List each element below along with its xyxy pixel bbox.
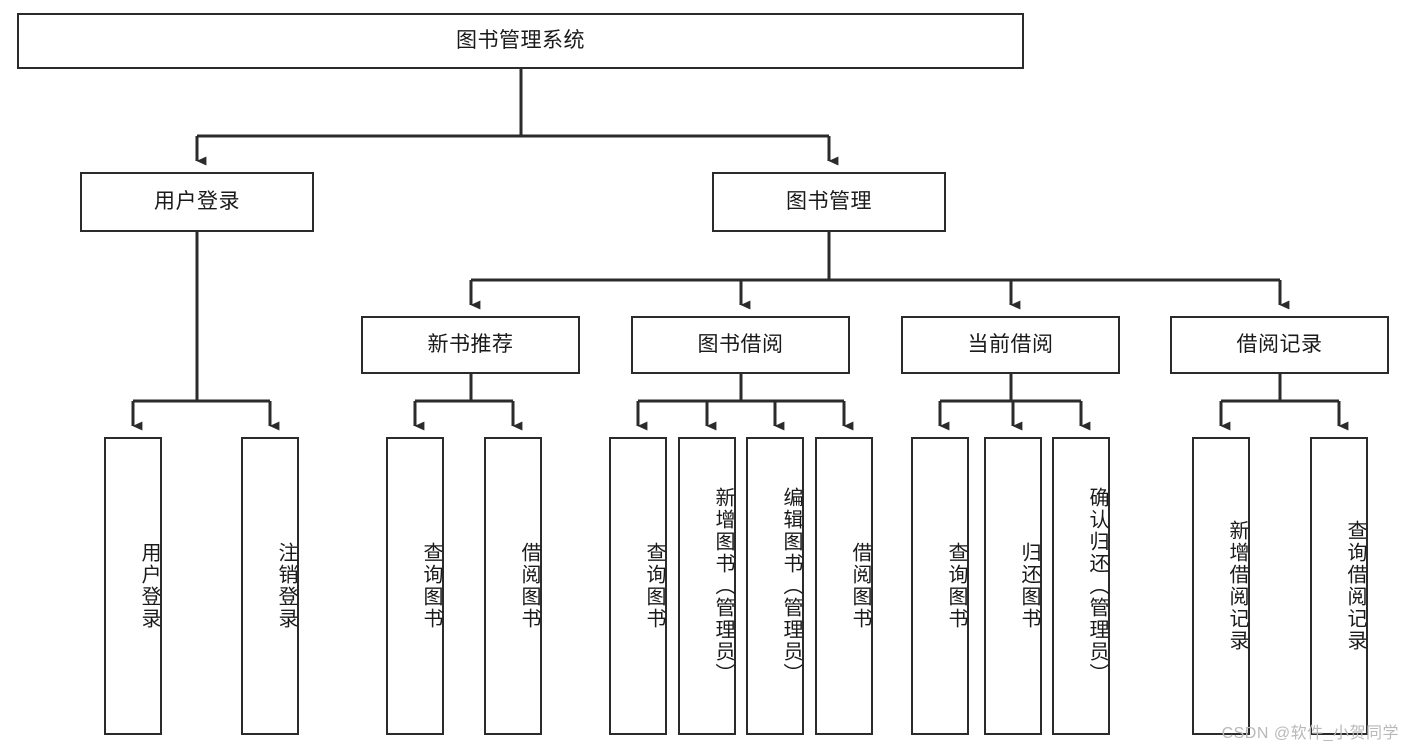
node-label: 查询借阅记录	[1344, 520, 1366, 652]
node-label: 新增借阅记录	[1226, 520, 1248, 652]
node-leaf-cu-query[interactable]: 查询图书	[911, 437, 969, 735]
node-leaf-cu-return[interactable]: 归还图书	[984, 437, 1042, 735]
node-records[interactable]: 借阅记录	[1170, 316, 1389, 374]
node-label: 查询图书	[643, 542, 665, 630]
node-label: 图书管理	[786, 190, 872, 214]
node-label: 编辑图书（管理员）	[780, 487, 802, 685]
node-leaf-user-login[interactable]: 用户登录	[104, 437, 162, 735]
node-label: 新书推荐	[427, 333, 514, 357]
node-leaf-bo-edit[interactable]: 编辑图书（管理员）	[746, 437, 804, 735]
node-borrow[interactable]: 图书借阅	[631, 316, 850, 374]
node-leaf-nb-borrow[interactable]: 借阅图书	[484, 437, 542, 735]
node-leaf-bo-add[interactable]: 新增图书（管理员）	[678, 437, 736, 735]
node-label: 注销登录	[275, 542, 297, 630]
node-leaf-bo-borrow[interactable]: 借阅图书	[815, 437, 873, 735]
node-label: 归还图书	[1018, 542, 1040, 630]
node-root[interactable]: 图书管理系统	[17, 13, 1024, 69]
node-label: 借阅图书	[518, 542, 540, 630]
node-label: 图书借阅	[697, 333, 784, 357]
node-label: 借阅图书	[849, 542, 871, 630]
node-label: 用户登录	[154, 190, 240, 214]
node-leaf-bo-query[interactable]: 查询图书	[609, 437, 667, 735]
watermark-text: CSDN @软件_小贺同学	[1221, 725, 1399, 742]
node-current[interactable]: 当前借阅	[901, 316, 1120, 374]
node-label: 新增图书（管理员）	[712, 487, 734, 685]
node-leaf-cu-confirm[interactable]: 确认归还（管理员）	[1052, 437, 1110, 735]
node-bookmgmt[interactable]: 图书管理	[712, 172, 946, 232]
node-login[interactable]: 用户登录	[80, 172, 314, 232]
node-label: 查询图书	[420, 542, 442, 630]
node-label: 查询图书	[945, 542, 967, 630]
node-leaf-re-query[interactable]: 查询借阅记录	[1310, 437, 1368, 735]
node-newbook[interactable]: 新书推荐	[361, 316, 580, 374]
node-label: 图书管理系统	[456, 29, 585, 53]
node-label: 当前借阅	[967, 333, 1054, 357]
node-leaf-user-logout[interactable]: 注销登录	[241, 437, 299, 735]
node-label: 借阅记录	[1236, 333, 1323, 357]
node-leaf-re-add[interactable]: 新增借阅记录	[1192, 437, 1250, 735]
node-label: 用户登录	[138, 542, 160, 630]
node-label: 确认归还（管理员）	[1086, 487, 1108, 685]
node-leaf-nb-query[interactable]: 查询图书	[386, 437, 444, 735]
